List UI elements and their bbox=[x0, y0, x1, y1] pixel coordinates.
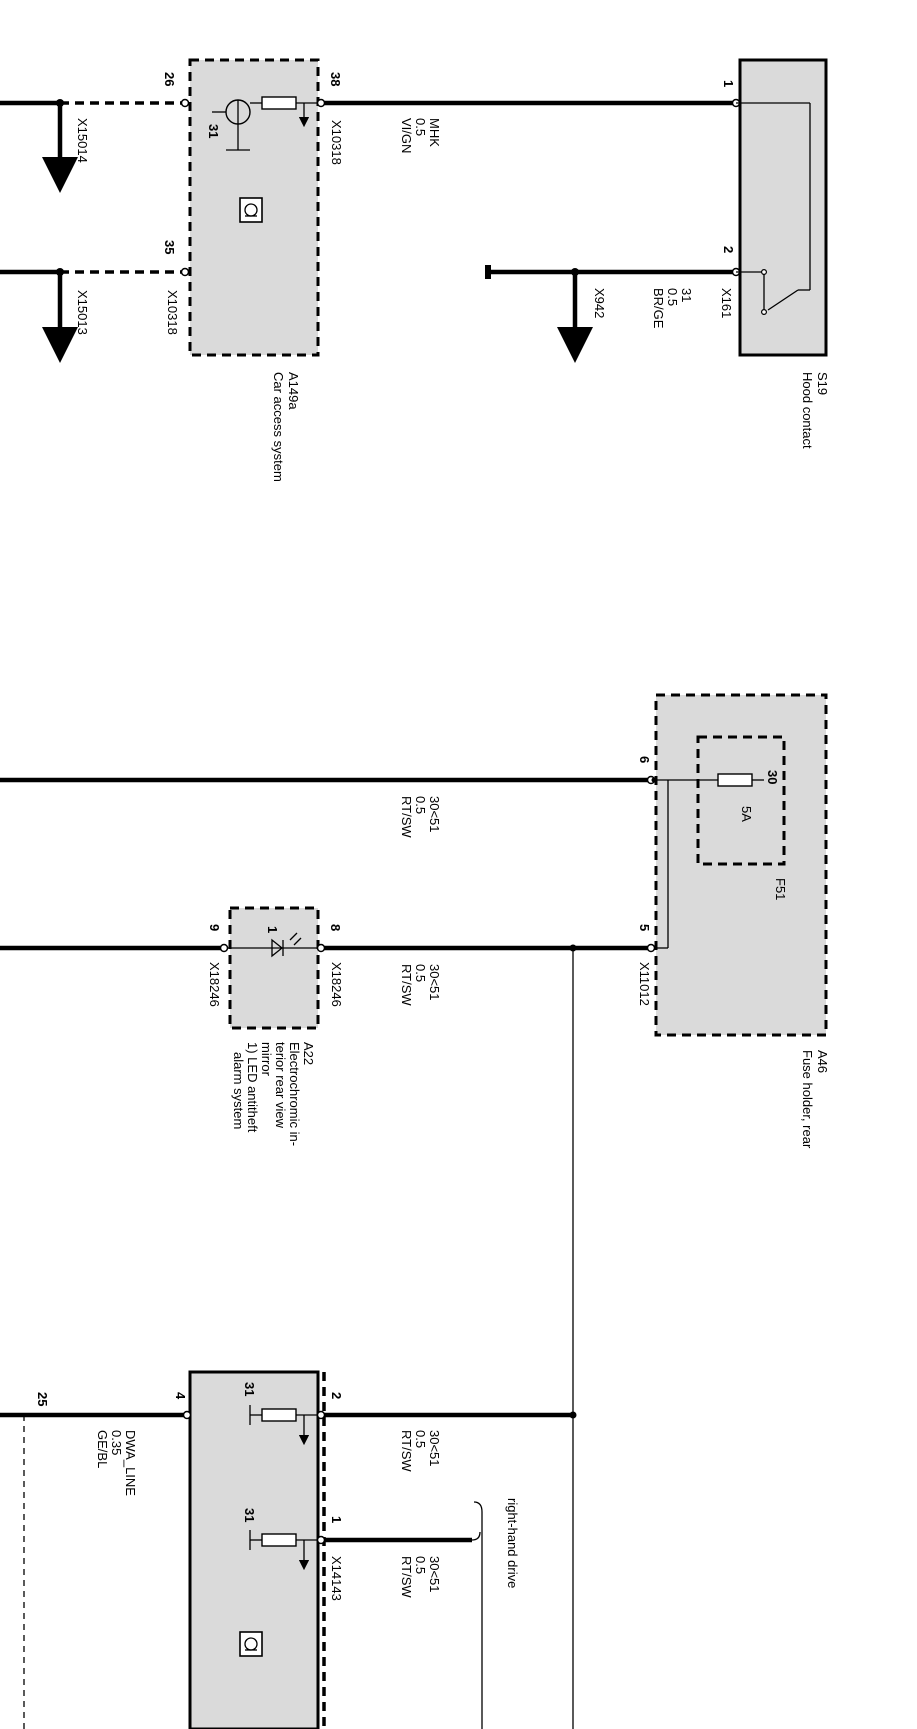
label-mhk-color: VI/GN bbox=[399, 118, 414, 153]
label-pin-5: 5 bbox=[637, 924, 652, 931]
label-pin-25: 25 bbox=[35, 1392, 50, 1406]
resistor-icon bbox=[249, 1405, 318, 1446]
label-mhk-size: 0.5 bbox=[413, 118, 428, 136]
label-w1-size: 0.5 bbox=[413, 796, 428, 814]
label-a22-line3: mirror bbox=[259, 1042, 274, 1077]
splice-dot-30-51 bbox=[569, 944, 577, 952]
label-a149a-ground: 31 bbox=[206, 124, 221, 138]
resistor-icon bbox=[250, 96, 318, 128]
label-dwa-size: 0.35 bbox=[109, 1430, 124, 1455]
wire-rhd-hook bbox=[471, 1531, 481, 1541]
label-a22-line4: 1) LED antitheft bbox=[245, 1042, 260, 1133]
label-w2-size: 0.5 bbox=[413, 964, 428, 982]
label-mhk-name: MHK bbox=[427, 118, 442, 147]
label-pin-6: 6 bbox=[637, 756, 652, 763]
label-a22-line1: Electrochromic in- bbox=[287, 1042, 302, 1146]
label-pin-35: 35 bbox=[162, 240, 177, 254]
label-s19-pin-2: 2 bbox=[721, 246, 736, 253]
pin-terminal-1 bbox=[316, 1535, 326, 1545]
pin-terminal-8 bbox=[316, 943, 326, 953]
section-fuse-mirror: 6 5 30 5A F51 X11012 A46 Fuse holder, re… bbox=[0, 693, 830, 1729]
label-a46-id: A46 bbox=[815, 1050, 830, 1073]
label-w1-color: RT/SW bbox=[399, 796, 414, 838]
pin-terminal-38 bbox=[316, 98, 326, 108]
label-x15013: X15013 bbox=[75, 290, 90, 335]
led-icon bbox=[271, 932, 302, 958]
resistor-icon bbox=[249, 1530, 318, 1571]
lock-symbol-icon bbox=[239, 1631, 263, 1657]
label-pin-4: 4 bbox=[173, 1392, 188, 1400]
label-w2-color: RT/SW bbox=[399, 964, 414, 1006]
label-rhd-note: right-hand drive bbox=[505, 1498, 520, 1588]
label-w3-name: 30<51 bbox=[427, 1430, 442, 1467]
pin-terminal-35 bbox=[180, 267, 190, 277]
pin-terminal-5 bbox=[646, 943, 656, 953]
label-x18246-left: X18246 bbox=[207, 962, 222, 1007]
transistor-icon bbox=[212, 99, 251, 151]
label-gnd-color: BR/GE bbox=[651, 288, 666, 329]
label-w4-name: 30<51 bbox=[427, 1556, 442, 1593]
label-s19-name: Hood contact bbox=[800, 372, 815, 449]
label-f51-rating: 5A bbox=[739, 806, 754, 822]
label-x10318-bottom: X10318 bbox=[165, 290, 180, 335]
label-x11012: X11012 bbox=[637, 962, 652, 1006]
label-x14143: X14143 bbox=[329, 1556, 344, 1601]
label-a149a-id: A149a bbox=[286, 372, 301, 410]
label-gnd-size: 0.5 bbox=[665, 288, 680, 306]
dwa-module-box bbox=[188, 1370, 320, 1729]
label-w3-size: 0.5 bbox=[413, 1430, 428, 1448]
label-pin-2: 2 bbox=[329, 1392, 344, 1399]
label-x161: X161 bbox=[719, 288, 734, 318]
label-pin-26: 26 bbox=[162, 72, 177, 86]
label-f51-pin: 30 bbox=[765, 770, 780, 784]
label-x18246-right: X18246 bbox=[329, 962, 344, 1007]
label-a22-id: A22 bbox=[301, 1042, 316, 1065]
label-f51-id: F51 bbox=[773, 878, 788, 900]
label-x10318-top: X10318 bbox=[329, 120, 344, 165]
label-s19-id: S19 bbox=[815, 372, 830, 395]
label-pin-38: 38 bbox=[328, 72, 343, 86]
f51-fuse-box bbox=[696, 735, 786, 866]
label-x15014: X15014 bbox=[75, 118, 90, 163]
section-car-access-hood: X15014 X15013 26 35 38 31 X10318 X10318 … bbox=[0, 58, 830, 482]
ground-terminal bbox=[485, 265, 491, 279]
pin-terminal-4 bbox=[182, 1410, 192, 1420]
pin-terminal-26 bbox=[180, 98, 190, 108]
label-a22-pin: 1 bbox=[265, 926, 280, 933]
label-pin-1: 1 bbox=[329, 1516, 344, 1523]
label-w3-color: RT/SW bbox=[399, 1430, 414, 1472]
pin-terminal-9 bbox=[219, 943, 229, 953]
label-gnd-31-a: 31 bbox=[242, 1382, 257, 1396]
label-w4-color: RT/SW bbox=[399, 1556, 414, 1598]
s19-hood-contact-box bbox=[738, 58, 828, 357]
label-w4-size: 0.5 bbox=[413, 1556, 428, 1574]
label-pin-8: 8 bbox=[328, 924, 343, 931]
label-a22-line2: terior rear view bbox=[273, 1042, 288, 1129]
label-gnd-31-b: 31 bbox=[242, 1508, 257, 1522]
lock-symbol-icon bbox=[239, 197, 263, 223]
label-w1-name: 30<51 bbox=[427, 796, 442, 833]
label-pin-9: 9 bbox=[207, 924, 222, 931]
rhd-bracket bbox=[473, 1501, 483, 1729]
label-a149a-name: Car access system bbox=[271, 372, 286, 482]
section-dwa-module: 25 4 2 1 31 31 DWA_LINE 0.35 GE/BL 30<51… bbox=[0, 1370, 577, 1729]
label-gnd-name: 31 bbox=[679, 288, 694, 302]
label-w2-name: 30<51 bbox=[427, 964, 442, 1001]
label-s19-pin-1: 1 bbox=[721, 80, 736, 87]
switch-icon bbox=[736, 102, 811, 316]
label-dwa-name: DWA_LINE bbox=[123, 1430, 138, 1496]
fuse-icon bbox=[651, 773, 764, 949]
label-a22-line5: alarm system bbox=[231, 1052, 246, 1129]
label-a46-name: Fuse holder, rear bbox=[800, 1050, 815, 1149]
a22-mirror-box bbox=[228, 906, 320, 1030]
label-x942: X942 bbox=[592, 288, 607, 318]
pin-terminal-2 bbox=[316, 1410, 326, 1420]
splice-dot-pin2 bbox=[569, 1411, 577, 1419]
label-dwa-color: GE/BL bbox=[95, 1430, 110, 1468]
